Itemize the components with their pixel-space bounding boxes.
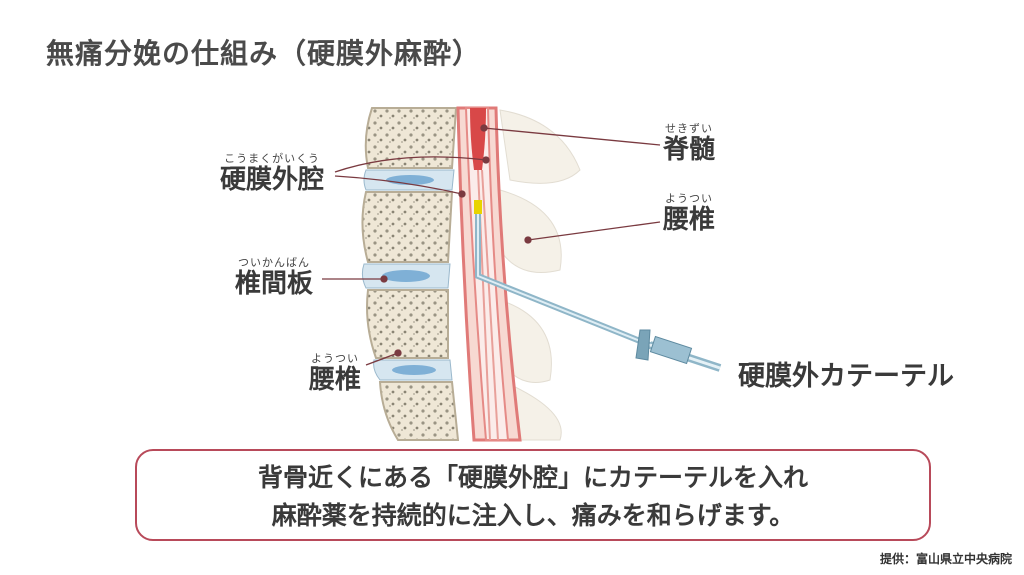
- source-credit: 提供：富山県立中央病院: [879, 552, 1012, 566]
- vertebra-4: [378, 381, 460, 441]
- page-title: 無痛分娩の仕組み（硬膜外麻酔）: [46, 37, 482, 70]
- vertebra-2: [361, 191, 454, 263]
- text-disc: 椎間板: [234, 269, 313, 299]
- ruby-spinal-cord: せきずい: [665, 122, 713, 135]
- label-spinal-cord: せきずい 脊髄: [656, 122, 722, 165]
- dura-inner: [464, 107, 510, 441]
- ruby-epidural-space: こうまくがいくう: [224, 152, 320, 165]
- epidural-catheter: [474, 200, 722, 372]
- vertebra-1: [364, 107, 458, 169]
- ruby-lumbar-right: ようつい: [665, 192, 713, 205]
- leader-lines: [322, 124, 661, 366]
- spinal-cord: [470, 108, 486, 170]
- intervertebral-discs: [361, 169, 455, 381]
- vertebral-bodies: [361, 107, 460, 441]
- label-catheter: 硬膜外カテーテル: [738, 361, 954, 392]
- label-disc: ついかんばん 椎間板: [222, 256, 326, 299]
- label-epidural-space: こうまくがいくう 硬膜外腔: [206, 152, 338, 195]
- ruby-lumbar-left: ようつい: [311, 352, 359, 365]
- callout-line-2: 麻酔薬を持続的に注入し、痛みを和らげます。: [271, 501, 795, 530]
- callout-line-1: 背骨近くにある「硬膜外腔」にカテーテルを入れ: [257, 463, 808, 492]
- label-lumbar-right: ようつい 腰椎: [656, 192, 722, 235]
- text-epidural-space: 硬膜外腔: [219, 165, 324, 195]
- ruby-disc: ついかんばん: [238, 256, 310, 269]
- text-spinal-cord: 脊髄: [662, 135, 715, 165]
- explanation-callout: 背骨近くにある「硬膜外腔」にカテーテルを入れ 麻酔薬を持続的に注入し、痛みを和ら…: [135, 449, 931, 541]
- label-lumbar-left: ようつい 腰椎: [302, 352, 368, 395]
- text-lumbar-right: 腰椎: [662, 205, 715, 235]
- spinal-canal: [456, 106, 522, 442]
- text-lumbar-left: 腰椎: [308, 365, 361, 395]
- vertebra-3: [366, 289, 449, 359]
